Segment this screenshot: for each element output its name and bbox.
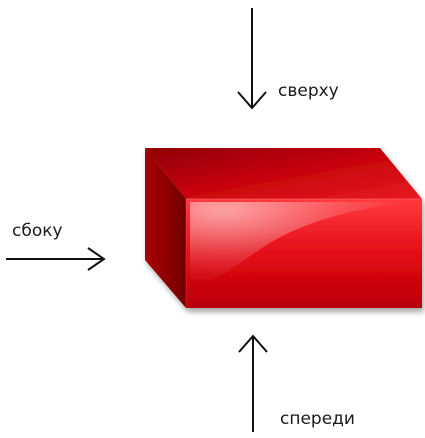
box-glare — [190, 202, 418, 290]
label-front: спереди — [280, 409, 355, 429]
front-arrow — [238, 334, 268, 432]
side-arrow — [6, 247, 106, 271]
red-box — [145, 148, 422, 308]
box-side-face — [145, 148, 186, 308]
box-top-face — [145, 148, 422, 199]
label-top: сверху — [278, 81, 339, 101]
label-side: сбоку — [12, 221, 63, 241]
top-arrow — [237, 8, 267, 110]
